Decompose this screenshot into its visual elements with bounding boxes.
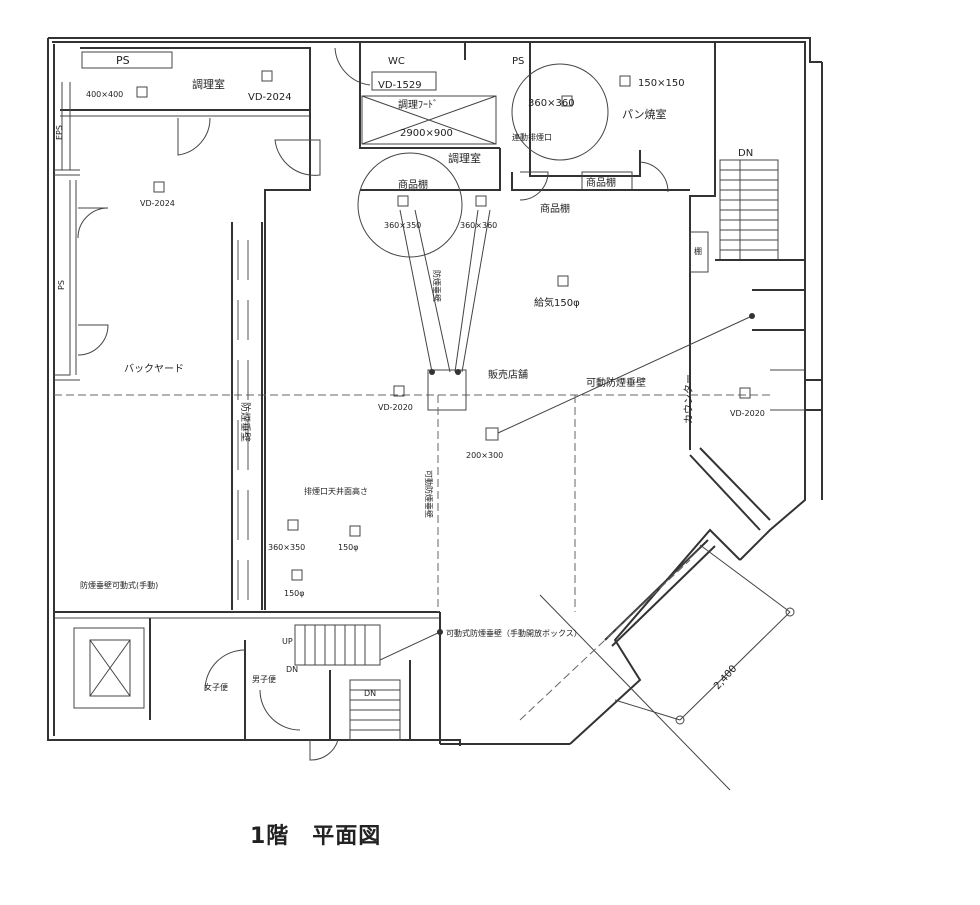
label-movable-wall-b: 可動防煙垂壁	[424, 470, 434, 518]
label-vd-2024: VD-2024	[248, 92, 292, 103]
label-pan-room: パン焼室	[622, 107, 667, 121]
label-movable-wall: 可動防煙垂壁	[586, 376, 646, 389]
diffuser-symbols	[136, 70, 751, 581]
label-bottom-note: 防煙垂壁可動式(手動)	[80, 580, 158, 590]
label-duct-400: 400×400	[86, 90, 123, 99]
label-women-toilet: 女子便	[204, 682, 228, 692]
label-hood-size: 2900×900	[400, 128, 453, 139]
label-smoke-wall-a: 防煙垂壁	[432, 270, 442, 302]
label-ps-top: PS	[116, 54, 130, 67]
label-size-360-a: 360×360	[528, 98, 575, 109]
label-dn-mid: DN	[286, 665, 298, 674]
label-smoke-wall-b: 防煙垂壁	[239, 402, 252, 442]
label-vd-2024-b: VD-2024	[140, 199, 175, 208]
label-shouhin-b: 商品棚	[586, 176, 616, 189]
outer-walls	[47, 37, 823, 746]
label-size-360-b: 360×350	[384, 221, 421, 230]
label-counter: カウンター	[683, 374, 695, 424]
middle-partition	[231, 222, 263, 610]
label-kinou-150: 給気150φ	[534, 296, 580, 309]
smoke-lines	[379, 209, 755, 661]
label-dn-top: DN	[738, 148, 753, 159]
label-manual-box: 可動式防煙垂壁（手動開放ボックス）	[446, 628, 582, 638]
label-vd-1529: VD-1529	[378, 80, 422, 91]
label-ps-left: PS	[57, 280, 66, 290]
room-labels: PS 調理室 VD-2024 400×400 EPS WC VD-1529 調理…	[55, 54, 765, 698]
label-size-150-top: 150×150	[638, 78, 685, 89]
label-vd-2020-b: VD-2020	[730, 409, 765, 418]
doors	[77, 47, 669, 761]
label-ceiling-note: 排煙口天井面高さ	[304, 486, 368, 496]
label-dimension: 2,400	[712, 663, 739, 692]
label-men-toilet: 男子便	[252, 674, 276, 684]
label-chouri-room: 調理室	[448, 151, 481, 165]
label-shelf-small: 棚	[694, 246, 702, 256]
label-fire-damper: 連動排煙口	[512, 132, 552, 142]
label-vd-2020-a: VD-2020	[378, 403, 413, 412]
label-up: UP	[282, 637, 293, 646]
stairs-top	[715, 159, 806, 331]
label-chouri-room-top: 調理室	[192, 77, 225, 91]
reach-circles	[357, 63, 609, 258]
label-shouhin-a: 商品棚	[398, 178, 428, 191]
label-size-360-d: 360×350	[268, 543, 305, 552]
label-hood: 調理ﾌｰﾄﾞ	[398, 98, 438, 111]
plan-caption: 1階 平面図	[250, 824, 382, 849]
label-shouhin-c: 商品棚	[540, 202, 570, 215]
label-eps: EPS	[55, 125, 64, 140]
bottom-rooms	[54, 611, 441, 744]
label-ps-right: PS	[512, 56, 524, 67]
entrance	[519, 539, 795, 791]
label-size-360-c: 360×360	[460, 221, 497, 230]
label-dn-bottom: DN	[364, 689, 376, 698]
label-sales-area: 販売店舗	[488, 368, 528, 381]
label-wc: WC	[388, 56, 405, 67]
label-size-150-b: 150φ	[284, 589, 305, 598]
label-size-200: 200×300	[466, 451, 503, 460]
top-rooms	[60, 42, 716, 610]
left-walls	[54, 169, 770, 396]
label-size-150-a: 150φ	[338, 543, 359, 552]
label-backyard: バックヤード	[124, 363, 184, 375]
right-walls	[770, 369, 823, 411]
